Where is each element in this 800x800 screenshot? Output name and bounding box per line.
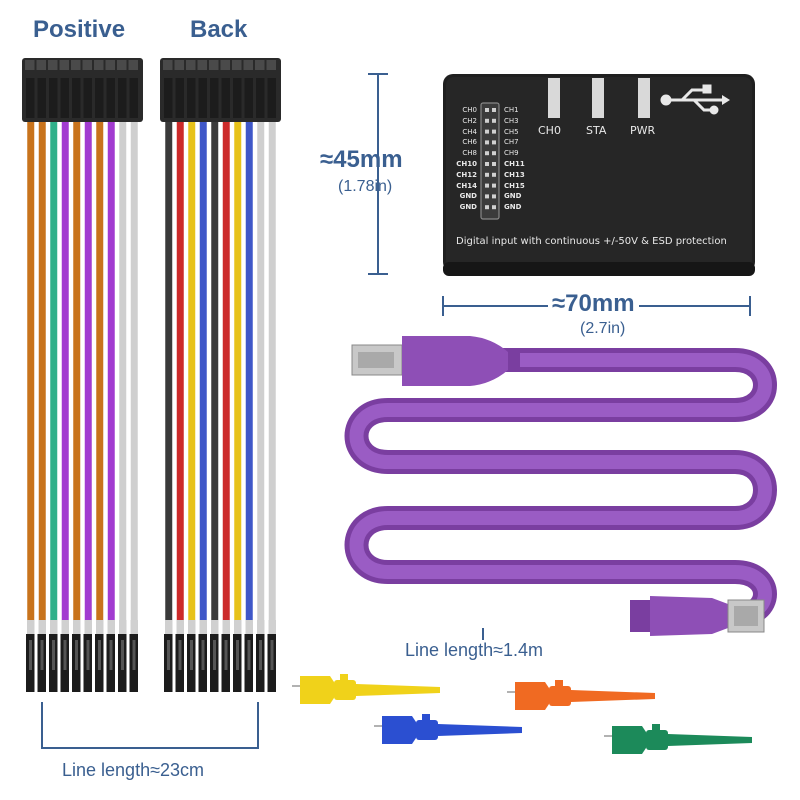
back-wire bbox=[165, 122, 173, 622]
positive-wire bbox=[96, 122, 104, 622]
positive-wire bbox=[130, 122, 138, 622]
back-wire bbox=[268, 122, 276, 622]
header-pin bbox=[485, 108, 489, 112]
pin-label: GND bbox=[459, 192, 477, 201]
positive-wire bbox=[73, 122, 81, 622]
width-dimension-label: ≈70mm bbox=[548, 290, 639, 318]
pin-label: CH14 bbox=[456, 181, 477, 190]
header-pin bbox=[492, 183, 496, 188]
pin-label: CH13 bbox=[504, 170, 525, 179]
pin-label: CH3 bbox=[504, 116, 519, 125]
positive-label: Positive bbox=[33, 16, 126, 43]
device-caption: Digital input with continuous +/-50V & E… bbox=[456, 236, 727, 247]
jumper-wires-positive bbox=[22, 58, 143, 692]
header-pin bbox=[485, 205, 489, 210]
height-dimension-inch-label: (1.78in) bbox=[338, 178, 393, 195]
positive-wire bbox=[119, 122, 127, 622]
led-ch0 bbox=[548, 78, 560, 118]
led-label-pwr: PWR bbox=[630, 124, 656, 137]
pin-label: GND bbox=[504, 203, 522, 212]
pin-label: CH12 bbox=[456, 170, 477, 179]
pin-label: GND bbox=[459, 203, 477, 212]
back-wire bbox=[234, 122, 242, 622]
wire-length-label: Line length≈23cm bbox=[62, 760, 204, 780]
led-sta bbox=[592, 78, 604, 118]
positive-wire bbox=[61, 122, 69, 622]
header-pin bbox=[492, 118, 496, 123]
pin-label: CH9 bbox=[504, 149, 519, 158]
usb-logo-icon bbox=[660, 84, 730, 115]
back-wire bbox=[176, 122, 184, 622]
header-pin bbox=[485, 183, 489, 188]
pin-label: GND bbox=[504, 192, 522, 201]
test-clip bbox=[292, 674, 440, 704]
header-pin bbox=[492, 205, 496, 210]
positive-wire bbox=[50, 122, 58, 622]
test-clip bbox=[604, 724, 752, 754]
height-dimension-line bbox=[368, 73, 388, 275]
pin-label: CH10 bbox=[456, 160, 477, 168]
usb-b-connector bbox=[630, 596, 765, 636]
pin-label: CH5 bbox=[504, 127, 519, 136]
height-dimension-label: ≈45mm bbox=[320, 146, 403, 173]
pin-label: CH4 bbox=[462, 127, 477, 136]
logic-analyzer-device bbox=[443, 74, 755, 276]
header-pin bbox=[492, 151, 496, 156]
pin-header bbox=[480, 102, 500, 220]
width-dimension-inch-label: (2.7in) bbox=[580, 320, 626, 337]
led-label-sta: STA bbox=[586, 124, 607, 137]
positive-wire bbox=[27, 122, 35, 622]
header-pin bbox=[485, 129, 489, 134]
wire-length-bracket bbox=[41, 702, 259, 749]
header-pin bbox=[492, 108, 496, 112]
header-pin bbox=[485, 172, 489, 177]
header-pin bbox=[492, 172, 496, 177]
jumper-wires-back bbox=[160, 58, 281, 692]
pin-label: CH7 bbox=[504, 138, 519, 147]
back-wire bbox=[257, 122, 265, 622]
led-label-ch0: CH0 bbox=[538, 124, 561, 137]
usb-length-label: Line length≈1.4m bbox=[405, 640, 543, 660]
usb-cable bbox=[344, 336, 777, 636]
usb-a-connector bbox=[351, 336, 520, 386]
pin-label: CH1 bbox=[504, 106, 519, 114]
back-wire bbox=[222, 122, 230, 622]
header-pin bbox=[485, 162, 489, 166]
positive-wire bbox=[38, 122, 46, 622]
test-clip bbox=[374, 714, 522, 744]
pin-label: CH6 bbox=[462, 138, 477, 147]
back-wire bbox=[199, 122, 207, 622]
test-clip bbox=[507, 680, 655, 710]
header-pin bbox=[492, 162, 496, 166]
led-pwr bbox=[638, 78, 650, 118]
back-wire bbox=[245, 122, 253, 622]
pin-label: CH0 bbox=[462, 106, 477, 114]
back-label: Back bbox=[190, 16, 248, 43]
back-wire bbox=[188, 122, 196, 622]
back-wire bbox=[211, 122, 219, 622]
pin-label: CH15 bbox=[504, 181, 525, 190]
header-pin bbox=[485, 140, 489, 145]
header-pin bbox=[485, 194, 489, 199]
positive-wire bbox=[84, 122, 92, 622]
header-pin bbox=[485, 151, 489, 156]
header-pin bbox=[485, 118, 489, 123]
pin-label: CH11 bbox=[504, 160, 525, 168]
positive-wire bbox=[107, 122, 115, 622]
header-pin bbox=[492, 194, 496, 199]
header-pin bbox=[492, 140, 496, 145]
pin-label: CH2 bbox=[462, 116, 477, 125]
header-pin bbox=[492, 129, 496, 134]
pin-label: CH8 bbox=[462, 149, 477, 158]
